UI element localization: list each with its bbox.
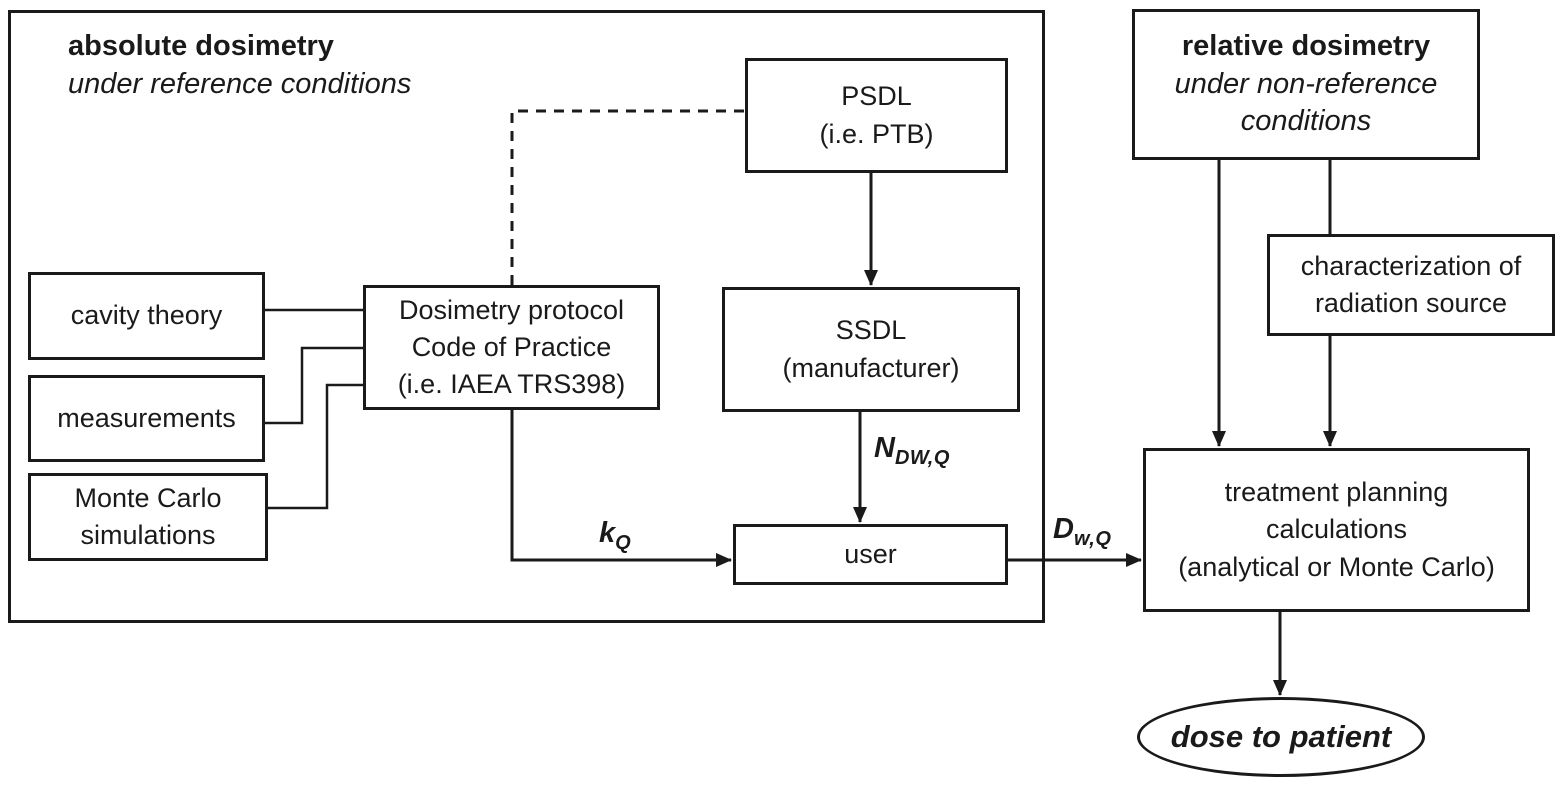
kq-subscript: Q bbox=[615, 532, 632, 554]
edge-label-dwq: Dw,Q bbox=[1053, 513, 1111, 551]
node-ssdl: SSDL (manufacturer) bbox=[722, 287, 1020, 412]
dwq-base: D bbox=[1053, 513, 1074, 545]
absolute-dosimetry-header: absolute dosimetry under reference condi… bbox=[68, 28, 528, 103]
absolute-dosimetry-title: absolute dosimetry bbox=[68, 30, 334, 62]
relative-dosimetry-subtitle: under non-reference conditions bbox=[1174, 67, 1438, 138]
edge-label-kq: kQ bbox=[599, 517, 631, 555]
edge-label-ndwq: NDW,Q bbox=[874, 432, 950, 470]
node-user: user bbox=[733, 524, 1008, 585]
ndwq-subscript: DW,Q bbox=[894, 447, 950, 469]
node-psdl: PSDL (i.e. PTB) bbox=[745, 58, 1008, 173]
absolute-dosimetry-subtitle: under reference conditions bbox=[68, 67, 412, 100]
kq-base: k bbox=[599, 517, 616, 549]
node-treatment-planning: treatment planning calculations (analyti… bbox=[1143, 448, 1530, 612]
edge-montecarlo-to-protocol bbox=[268, 383, 363, 510]
node-dose-to-patient: dose to patient bbox=[1137, 697, 1425, 777]
dwq-subscript: w,Q bbox=[1073, 528, 1112, 550]
edge-measurements-to-protocol bbox=[265, 346, 363, 425]
node-monte-carlo-simulations: Monte Carlo simulations bbox=[28, 473, 268, 561]
node-cavity-theory: cavity theory bbox=[28, 272, 265, 360]
edge-protocol-to-psdl-dashed bbox=[510, 109, 745, 285]
region-relative-dosimetry: relative dosimetry under non-reference c… bbox=[1132, 9, 1480, 160]
node-characterization-radiation-source: characterization of radiation source bbox=[1267, 234, 1555, 336]
node-measurements: measurements bbox=[28, 375, 265, 462]
node-dosimetry-protocol: Dosimetry protocol Code of Practice (i.e… bbox=[363, 285, 660, 410]
relative-dosimetry-title: relative dosimetry bbox=[1181, 29, 1431, 62]
edge-protocol-to-user-arrow bbox=[510, 410, 732, 567]
ndwq-base: N bbox=[874, 432, 895, 464]
